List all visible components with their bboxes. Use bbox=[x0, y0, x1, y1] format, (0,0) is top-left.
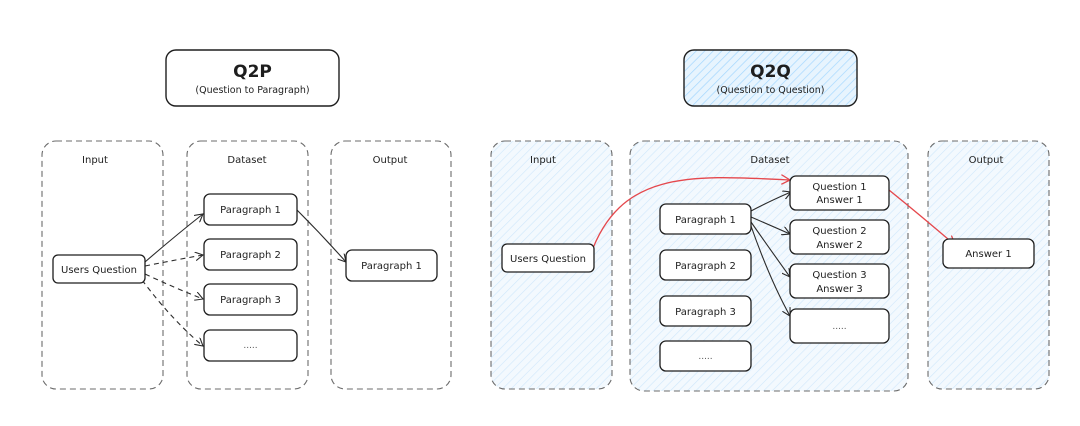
q2q-question-2-label: Question 2 bbox=[812, 226, 866, 237]
q2p-input-node-label: Users Question bbox=[61, 265, 137, 276]
q2q-paragraph-2-label: Paragraph 2 bbox=[675, 261, 736, 272]
q2q-arrow-p1-to-q2 bbox=[750, 216, 790, 234]
q2q-paragraph-3-node: Paragraph 3 bbox=[659, 295, 752, 327]
q2q-input-node: Users Question bbox=[501, 243, 595, 273]
q2q-paragraph-more-node: ..... bbox=[659, 340, 752, 372]
q2q-paragraph-2-node: Paragraph 2 bbox=[659, 249, 752, 281]
q2p-output-label: Output bbox=[373, 155, 408, 166]
q2q-output-node-label: Answer 1 bbox=[965, 249, 1011, 260]
q2q-answer-2-label: Answer 2 bbox=[816, 240, 862, 251]
q2p-dataset-label: Dataset bbox=[227, 155, 266, 166]
q2p-section: Q2P (Question to Paragraph) Input Datase… bbox=[41, 49, 452, 390]
q2p-output-node-label: Paragraph 1 bbox=[361, 261, 422, 272]
q2q-output-label: Output bbox=[969, 155, 1004, 166]
q2p-arrow-to-paragraph-1 bbox=[144, 214, 203, 263]
q2q-qa-2-node: Question 2 Answer 2 bbox=[789, 219, 890, 255]
q2p-paragraph-3-label: Paragraph 3 bbox=[220, 295, 281, 306]
q2p-title: Q2P bbox=[233, 62, 272, 82]
q2p-paragraph-3-node: Paragraph 3 bbox=[203, 283, 298, 316]
q2q-highlight-arrow-to-question-1 bbox=[589, 178, 790, 257]
q2q-dataset-label: Dataset bbox=[750, 155, 789, 166]
q2p-subtitle: (Question to Paragraph) bbox=[195, 85, 309, 96]
q2q-question-3-label: Question 3 bbox=[812, 270, 866, 281]
q2p-dataset-group: Dataset bbox=[186, 140, 309, 390]
q2p-arrow-to-paragraph-3 bbox=[144, 273, 203, 299]
q2p-paragraph-1-node: Paragraph 1 bbox=[203, 193, 298, 226]
q2q-subtitle: (Question to Question) bbox=[717, 85, 825, 96]
q2q-qa-more-label: ..... bbox=[832, 322, 846, 332]
q2q-qa-more-node: ..... bbox=[789, 308, 890, 344]
q2q-output-node: Answer 1 bbox=[942, 238, 1035, 269]
q2p-more-node: ..... bbox=[203, 329, 298, 362]
q2p-input-label: Input bbox=[82, 155, 108, 166]
q2q-paragraph-more-label: ..... bbox=[698, 352, 712, 362]
q2q-answer-1-label: Answer 1 bbox=[816, 195, 862, 206]
q2p-more-label: ..... bbox=[243, 341, 257, 351]
q2q-question-1-label: Question 1 bbox=[812, 182, 866, 193]
q2p-input-group: Input bbox=[41, 140, 164, 390]
q2q-answer-3-label: Answer 3 bbox=[816, 284, 862, 295]
q2q-paragraph-3-label: Paragraph 3 bbox=[675, 307, 736, 318]
q2q-title-box: Q2Q (Question to Question) bbox=[683, 49, 858, 107]
q2p-title-box: Q2P (Question to Paragraph) bbox=[165, 49, 340, 107]
q2p-arrow-to-more bbox=[141, 279, 203, 346]
q2p-arrow-to-paragraph-2 bbox=[144, 255, 203, 267]
q2q-arrow-p1-to-more bbox=[750, 225, 790, 316]
q2q-paragraph-1-label: Paragraph 1 bbox=[675, 215, 736, 226]
q2q-qa-1-node: Question 1 Answer 1 bbox=[789, 175, 890, 211]
q2q-input-label: Input bbox=[530, 155, 556, 166]
q2q-arrow-p1-to-q1 bbox=[750, 192, 791, 212]
q2p-paragraph-1-label: Paragraph 1 bbox=[220, 205, 281, 216]
q2p-arrow-to-output bbox=[296, 209, 346, 262]
q2q-title: Q2Q bbox=[750, 62, 791, 82]
q2p-input-node: Users Question bbox=[52, 254, 146, 284]
q2q-section: Q2Q (Question to Question) Input Dataset… bbox=[490, 49, 1050, 392]
q2p-paragraph-2-label: Paragraph 2 bbox=[220, 250, 281, 261]
q2p-output-group: Output bbox=[330, 140, 452, 390]
q2q-input-node-label: Users Question bbox=[510, 254, 586, 265]
q2p-paragraph-2-node: Paragraph 2 bbox=[203, 238, 298, 271]
q2q-paragraph-1-node: Paragraph 1 bbox=[659, 203, 752, 235]
q2q-qa-3-node: Question 3 Answer 3 bbox=[789, 263, 890, 299]
q2q-arrow-p1-to-q3 bbox=[750, 221, 790, 277]
q2p-output-node: Paragraph 1 bbox=[345, 249, 438, 282]
